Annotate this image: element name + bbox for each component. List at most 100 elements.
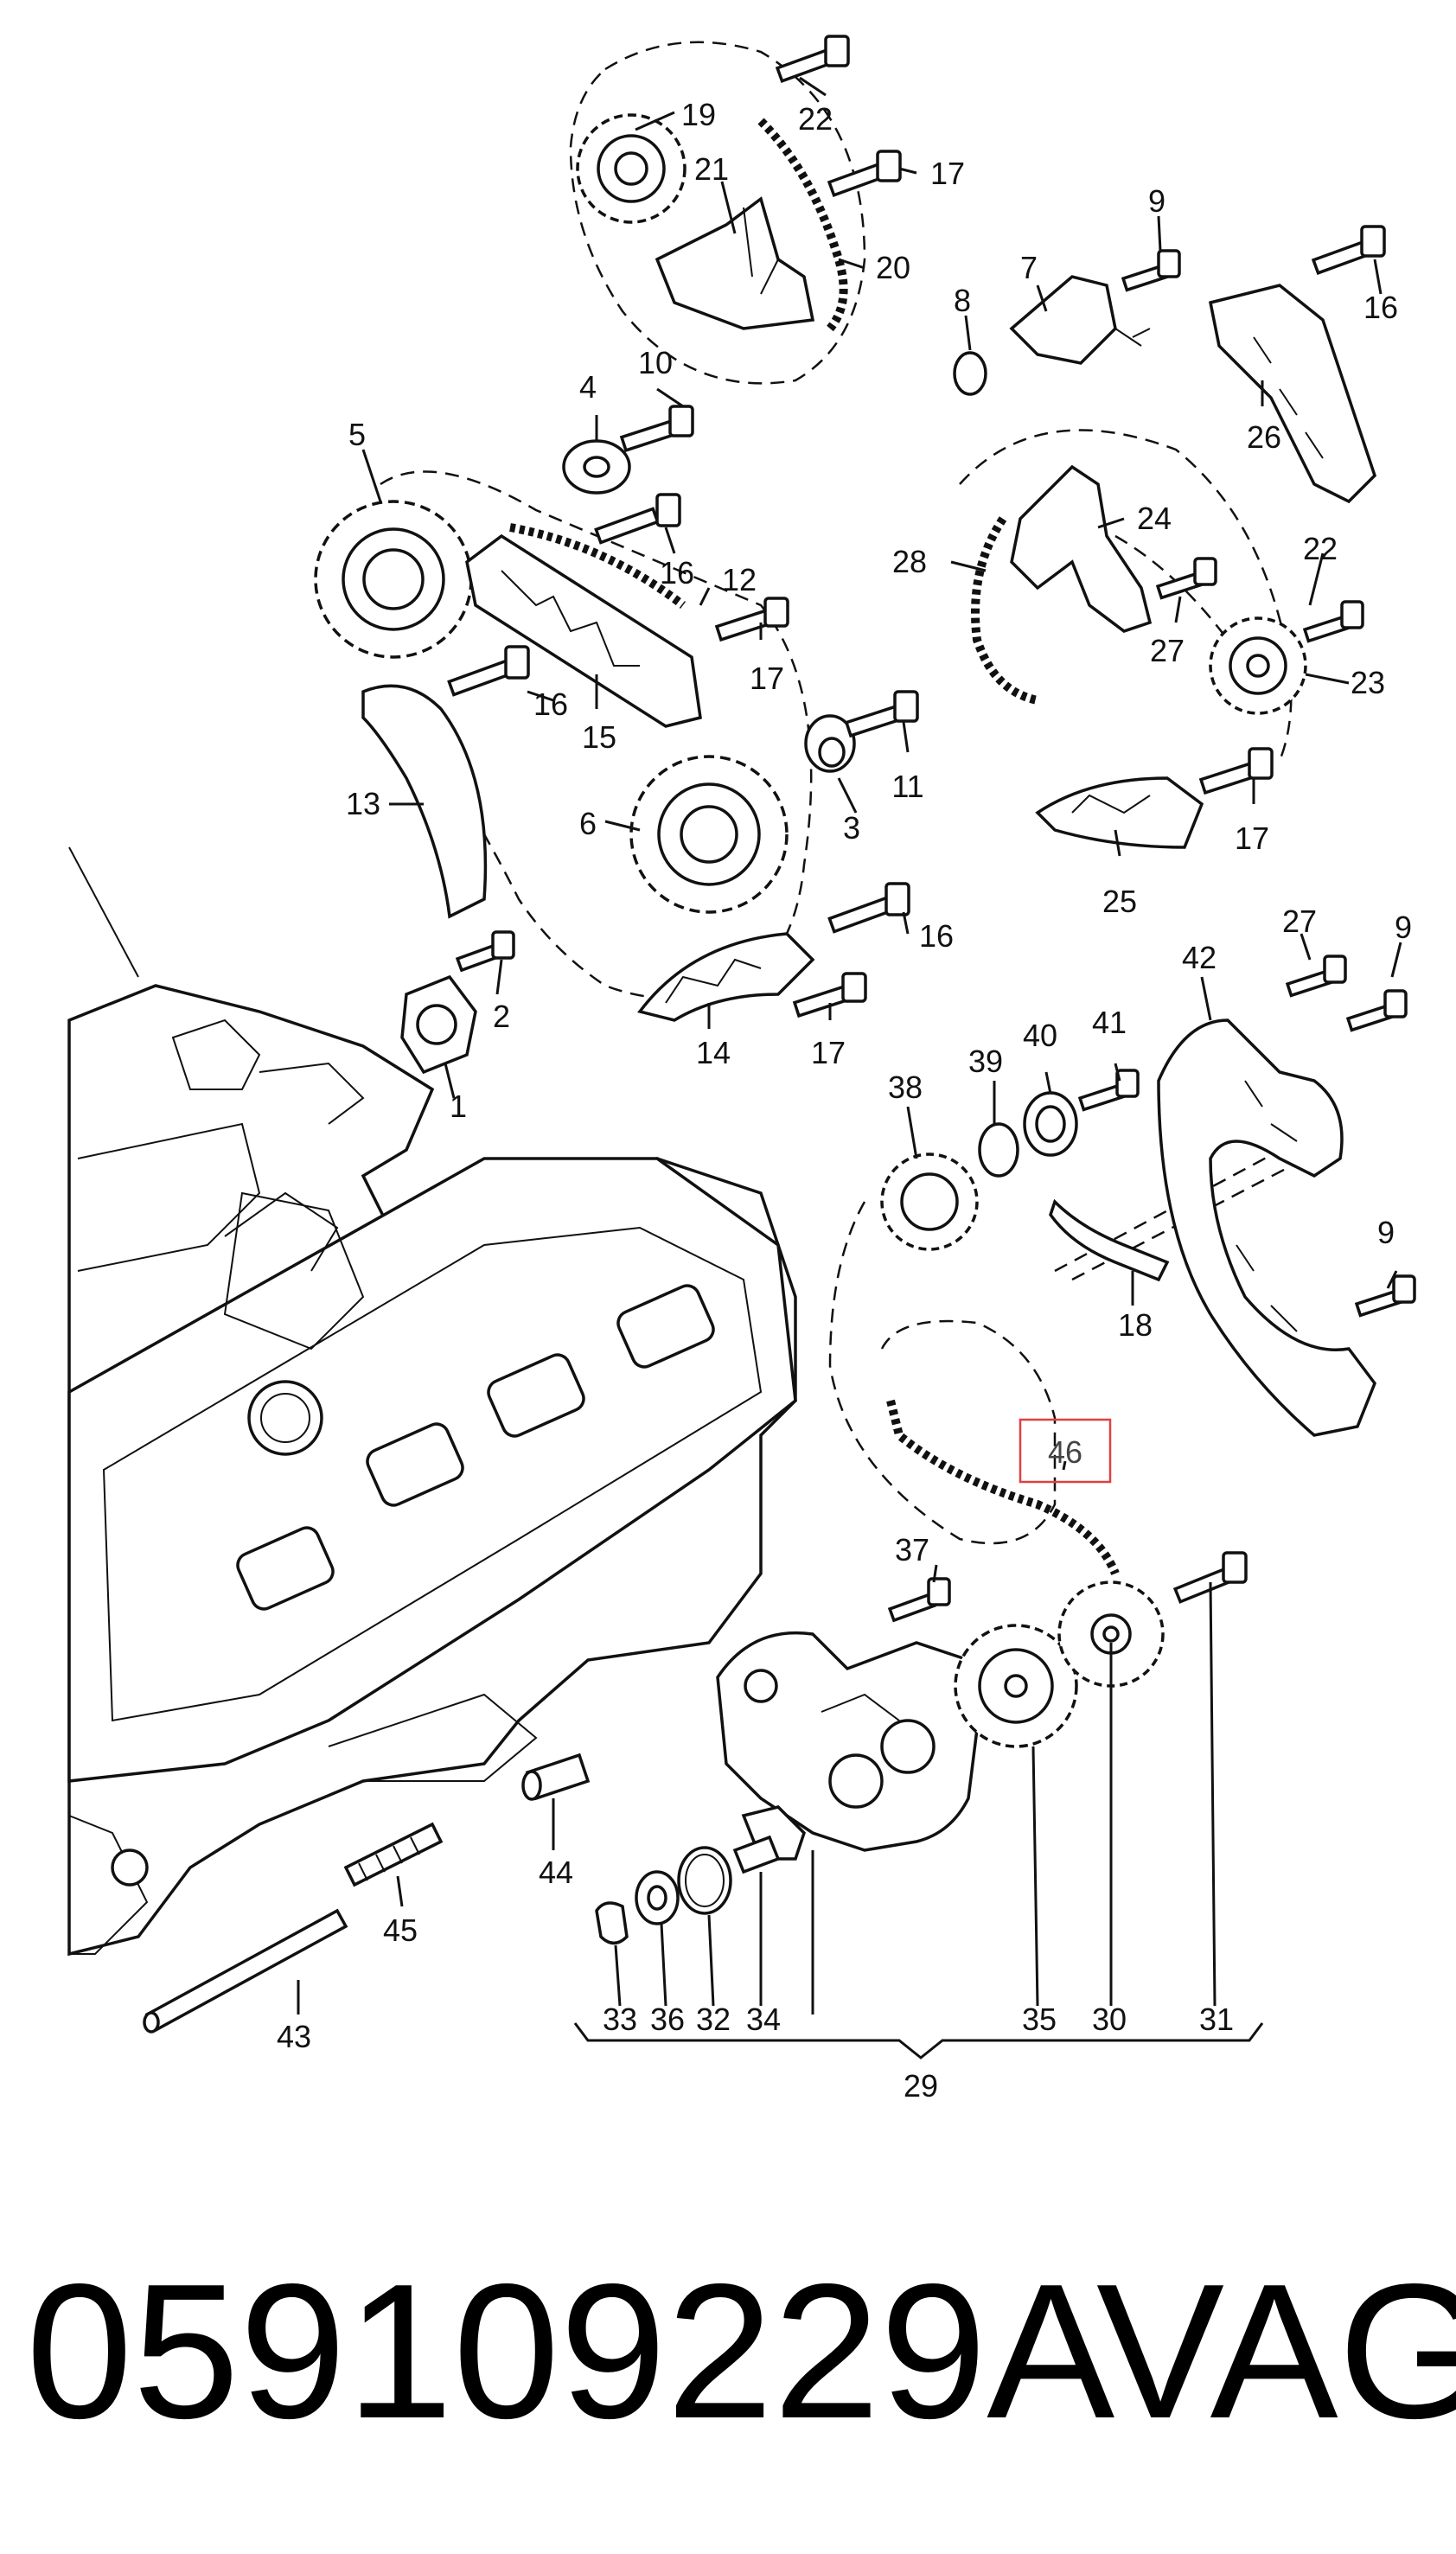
sprocket-35: [954, 1624, 1078, 1748]
callout-9-top: 9: [1148, 183, 1165, 219]
guide-13: [361, 684, 488, 919]
callout-27-top: 27: [1150, 633, 1185, 668]
sprocket-23: [1209, 616, 1307, 715]
guide-14: [637, 932, 815, 1022]
washer-39: [978, 1122, 1019, 1178]
sprocket-5: [314, 500, 473, 659]
chain-28: [971, 516, 1039, 705]
callout-6: 6: [579, 806, 597, 841]
callout-16-b: 16: [533, 686, 568, 722]
oil-pump-29: [716, 1631, 982, 1861]
callout-5: 5: [348, 417, 366, 452]
seal-18: [1049, 1198, 1170, 1282]
callout-18: 18: [1118, 1307, 1153, 1343]
bolt-37: [887, 1577, 951, 1623]
callout-13: 13: [346, 786, 380, 821]
bolt-17-a: [714, 597, 789, 642]
callout-16-c: 16: [919, 918, 954, 954]
shaft-34: [732, 1835, 781, 1874]
sprocket-38: [880, 1152, 979, 1251]
guide-26: [1208, 284, 1377, 504]
callout-33: 33: [603, 2002, 637, 2037]
callout-26: 26: [1247, 419, 1281, 455]
chain-46: [886, 1399, 1120, 1575]
callout-20: 20: [876, 250, 910, 285]
part-number: 059109229A: [26, 2244, 1115, 2459]
callout-1: 1: [450, 1089, 467, 1124]
highlighted-callout-46[interactable]: 46: [1019, 1418, 1112, 1484]
guide-42: [1157, 1018, 1376, 1437]
cam-housing-outline-right: [959, 429, 1293, 762]
callout-17-b: 17: [811, 1035, 846, 1070]
bolt-9-top: [1121, 249, 1181, 292]
callout-8: 8: [954, 283, 971, 318]
callout-4: 4: [579, 369, 597, 405]
bolt-31: [1172, 1551, 1248, 1604]
bolt-27-lower: [1285, 955, 1347, 998]
bolt-22-right: [1302, 600, 1364, 643]
bolt-2: [455, 930, 515, 973]
callout-16-right: 16: [1363, 290, 1398, 325]
callout-30: 30: [1092, 2002, 1127, 2037]
callout-41: 41: [1092, 1005, 1127, 1040]
callout-44: 44: [539, 1855, 573, 1890]
bolt-16-c: [827, 882, 910, 934]
bolt-17-right: [1198, 747, 1274, 795]
callout-37: 37: [895, 1532, 929, 1568]
leader-lines: [297, 76, 1402, 2014]
chain-20: [757, 118, 848, 332]
callout-17-a: 17: [750, 661, 784, 696]
callout-9-lower: 9: [1377, 1215, 1395, 1250]
rod-43: [143, 1908, 348, 2034]
callout-45: 45: [383, 1912, 418, 1948]
bolt-41: [1077, 1069, 1140, 1112]
callout-17-right: 17: [1235, 820, 1269, 856]
bolt-17-top: [827, 150, 902, 198]
callout-labels: 1 2 3 4 5 6 7 8 9 9 9 10 11 12 13 14 15 …: [277, 97, 1412, 2104]
sleeve-44: [521, 1753, 591, 1801]
callout-14: 14: [696, 1035, 731, 1070]
callout-7: 7: [1020, 250, 1038, 285]
chain-guide-12: [465, 533, 702, 728]
tensioner-24: [1010, 464, 1153, 633]
callout-43: 43: [277, 2019, 311, 2054]
callout-31: 31: [1199, 2002, 1234, 2037]
callout-28: 28: [892, 544, 927, 579]
callout-21: 21: [694, 151, 729, 187]
chain-upper-left: [509, 523, 686, 609]
bearing-1: [400, 974, 477, 1075]
sprocket-6: [629, 755, 789, 914]
callout-15: 15: [582, 719, 616, 755]
washer-4: [562, 439, 631, 495]
cam-housing-outline-left: [380, 470, 813, 1000]
parts-33-36-32: [595, 1846, 732, 1945]
callout-3: 3: [843, 810, 860, 846]
callout-17-top: 17: [930, 156, 965, 191]
bolt-10: [619, 405, 694, 453]
bolt-11: [844, 690, 919, 738]
callout-22-top: 22: [798, 101, 833, 137]
bolt-17-b: [792, 972, 867, 1018]
callout-35: 35: [1022, 2002, 1057, 2037]
callout-34: 34: [746, 2002, 781, 2037]
tensioner-21: [655, 196, 815, 330]
callout-19: 19: [681, 97, 716, 132]
bolt-16-b: [447, 645, 530, 697]
sprocket-30: [1057, 1580, 1165, 1688]
callout-42: 42: [1182, 940, 1217, 975]
sprocket-19: [576, 113, 686, 224]
callout-11: 11: [891, 769, 923, 804]
callout-27-lower: 27: [1282, 903, 1317, 939]
o-ring-8: [953, 351, 987, 396]
callout-12: 12: [722, 562, 757, 597]
bolt-9-lower-a: [1345, 989, 1408, 1032]
spacer-40: [1023, 1091, 1078, 1157]
callout-39: 39: [968, 1044, 1003, 1079]
callout-36: 36: [650, 2002, 685, 2037]
bolt-22-top: [775, 35, 850, 84]
callout-32: 32: [696, 2002, 731, 2037]
callout-38: 38: [888, 1069, 923, 1105]
callout-23: 23: [1351, 665, 1385, 700]
brand-name: VAG: [1096, 2244, 1456, 2459]
callout-46: 46: [1048, 1434, 1082, 1470]
